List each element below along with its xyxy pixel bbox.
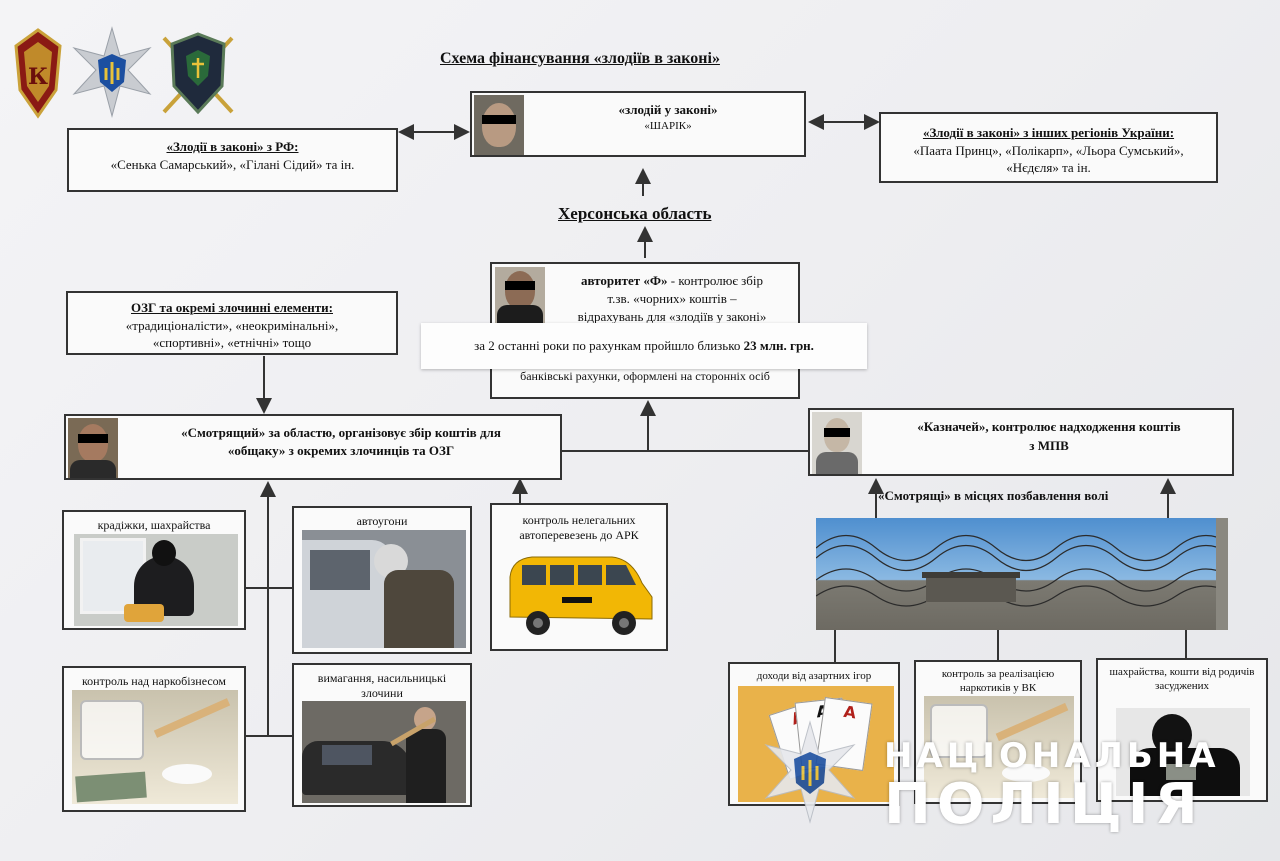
top-thief-nickname: «ШАРІК» [644, 120, 692, 132]
person-photo [474, 95, 524, 155]
rf-heading: «Злодії в законі» з РФ: [166, 139, 299, 154]
authority-name: авторитет «Ф» [580, 273, 668, 288]
emblem-shield-swords [160, 28, 236, 118]
region-label: Херсонська область [558, 204, 712, 223]
prison-card-fraud: шахрайства, кошти від родичів засуджених [1096, 658, 1268, 802]
money-strip-text: за 2 останні роки по рахункам пройшло бл… [474, 338, 744, 353]
ozg-line1: «традиціоналісти», «неокримінальні», [125, 317, 339, 333]
crime-card-drugs-label: контроль над наркобізнесом [81, 674, 227, 688]
extortion-image [302, 701, 466, 803]
kaznachei-line2: з МПВ [1029, 438, 1069, 453]
watermark-line2: ПОЛІЦІЯ [884, 772, 1204, 837]
crime-card-transport-label: контроль нелегальних автоперевезень до А… [519, 513, 639, 542]
kaznachei-photo [812, 412, 862, 474]
diagram-title: Схема фінансування «злодіїв в законі» [440, 50, 720, 67]
regions-thieves-box: «Злодії в законі» з інших регіонів Украї… [879, 112, 1218, 183]
smotryashchiy-photo [68, 418, 118, 478]
smotryashchiy-line2: «общаку» з окремих злочинців та ОЗГ [227, 443, 455, 458]
rf-thieves-box: «Злодії в законі» з РФ: «Сенька Самарськ… [67, 128, 398, 192]
prison-card-drugs-label: контроль за реалізацією наркотиків у ВК [941, 668, 1055, 694]
kaznachei-line1: «Казначей», контролює надходження коштів [917, 419, 1181, 434]
drugs-image-2 [924, 696, 1074, 798]
prison-card-fraud-label: шахрайства, кошти від родичів засуджених [1109, 666, 1255, 692]
kaznachei-box: «Казначей», контролює надходження коштів… [808, 408, 1234, 476]
ozg-box: ОЗГ та окремі злочинні елементи: «традиц… [66, 291, 398, 355]
crime-card-car-theft: автоугони [292, 506, 472, 654]
ozg-heading: ОЗГ та окремі злочинні елементи: [131, 300, 333, 315]
minibus-image [502, 547, 660, 647]
smotryashchiy-box: «Смотрящий» за областю, організовує збір… [64, 414, 562, 480]
crime-card-thefts: крадіжки, шахрайства [62, 510, 246, 630]
crime-card-transport: контроль нелегальних автоперевезень до А… [490, 503, 668, 651]
thief-window-image [74, 534, 238, 626]
masked-man-image [1116, 708, 1250, 796]
rf-names: «Сенька Самарський», «Гілані Сідий» та і… [110, 156, 355, 172]
crime-card-car-theft-label: автоугони [356, 514, 408, 528]
authority-photo [495, 267, 545, 325]
police-watermark-star-icon [758, 720, 862, 824]
authority-line1: - контролює збір [667, 273, 764, 288]
prison-card-drugs: контроль за реалізацією наркотиків у ВК [914, 660, 1082, 804]
crime-card-drugs: контроль над наркобізнесом [62, 666, 246, 812]
ozg-line2: «спортивні», «етнічні» тощо [152, 335, 312, 351]
crime-card-extortion-label: вимагання, насильницькі злочини [317, 671, 447, 700]
top-thief-box: «злодій у законі» «ШАРІК» [470, 91, 806, 157]
prison-card-gambling-label: доходи від азартних ігор [756, 670, 872, 682]
watermark-line1: НАЦІОНАЛЬНА [884, 736, 1220, 776]
drugs-image [72, 690, 238, 804]
money-strip: за 2 останні роки по рахункам пройшло бл… [421, 323, 867, 369]
prison-label: «Смотрящі» в місцях позбавлення волі [878, 488, 1109, 503]
authority-bottom: банківські рахунки, оформлені на сторонн… [520, 369, 770, 383]
regions-heading: «Злодії в законі» з інших регіонів Украї… [922, 125, 1175, 140]
car-thief-image [302, 530, 466, 648]
crime-card-thefts-label: крадіжки, шахрайства [97, 518, 211, 532]
authority-line2: т.зв. «чорних» коштів – [607, 291, 737, 306]
authority-line3: відрахувань для «злодіїв у законі» [577, 309, 767, 324]
crime-card-extortion: вимагання, насильницькі злочини [292, 663, 472, 807]
smotryashchiy-line1: «Смотрящий» за областю, організовує збір… [181, 425, 501, 440]
emblem-letter: К [28, 64, 48, 90]
police-star-icon [66, 26, 158, 118]
emblem-shield-k: К [12, 28, 64, 120]
money-strip-amount: 23 млн. грн. [743, 338, 814, 353]
regions-line2: «Нєдєля» та ін. [1006, 160, 1091, 176]
prison-fence-photo [816, 518, 1228, 630]
regions-line1: «Паата Принц», «Полікарп», «Льора Сумськ… [913, 142, 1184, 158]
top-thief-title: «злодій у законі» [618, 102, 718, 117]
